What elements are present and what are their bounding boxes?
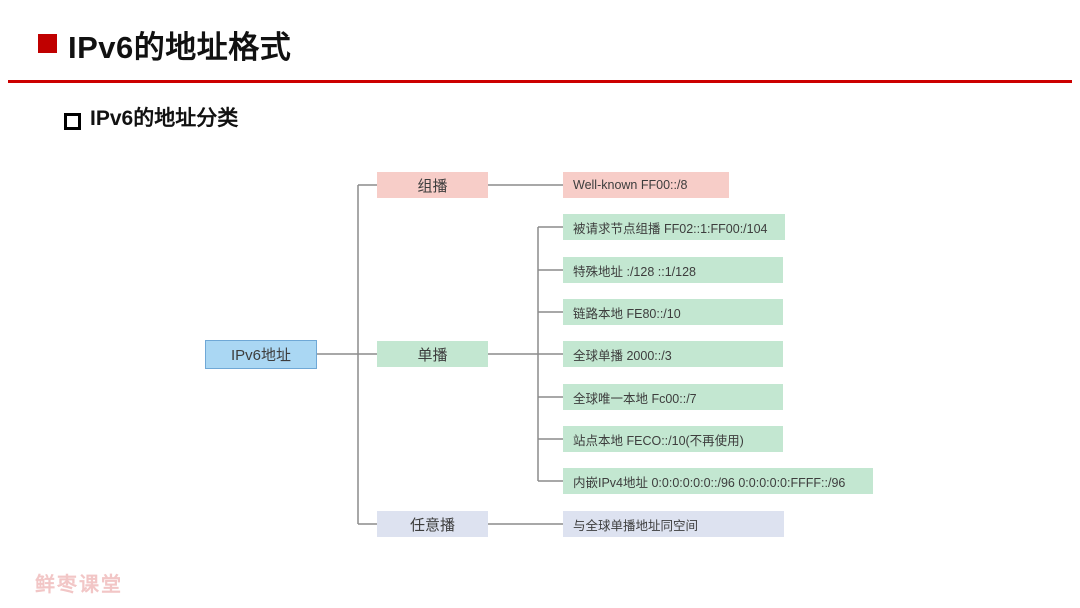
node-anycast: 任意播	[377, 511, 488, 537]
leaf-multicast-well-known: Well-known FF00::/8	[563, 172, 729, 198]
leaf-unicast-unique-local: 全球唯一本地 Fc00::/7	[563, 384, 783, 410]
node-unicast: 单播	[377, 341, 488, 367]
leaf-unicast-solicited-node: 被请求节点组播 FF02::1:FF00:/104	[563, 214, 785, 240]
leaf-unicast-embedded-ipv4: 内嵌IPv4地址 0:0:0:0:0:0::/96 0:0:0:0:0:FFFF…	[563, 468, 873, 494]
page-title: IPv6的地址格式	[68, 30, 292, 65]
node-multicast: 组播	[377, 172, 488, 198]
section-subtitle: IPv6的地址分类	[90, 107, 239, 130]
subtitle-bullet-icon	[64, 113, 81, 130]
leaf-unicast-global: 全球单播 2000::/3	[563, 341, 783, 367]
leaf-unicast-link-local: 链路本地 FE80::/10	[563, 299, 783, 325]
title-bullet-icon	[38, 34, 57, 53]
title-divider	[8, 80, 1072, 83]
leaf-unicast-site-local: 站点本地 FECO::/10(不再使用)	[563, 426, 783, 452]
leaf-unicast-special-address: 特殊地址 :/128 ::1/128	[563, 257, 783, 283]
watermark-xianzao-ketang: 鲜枣课堂	[35, 574, 123, 596]
leaf-anycast-same-space: 与全球单播地址同空间	[563, 511, 784, 537]
node-root-ipv6-address: IPv6地址	[205, 340, 317, 369]
